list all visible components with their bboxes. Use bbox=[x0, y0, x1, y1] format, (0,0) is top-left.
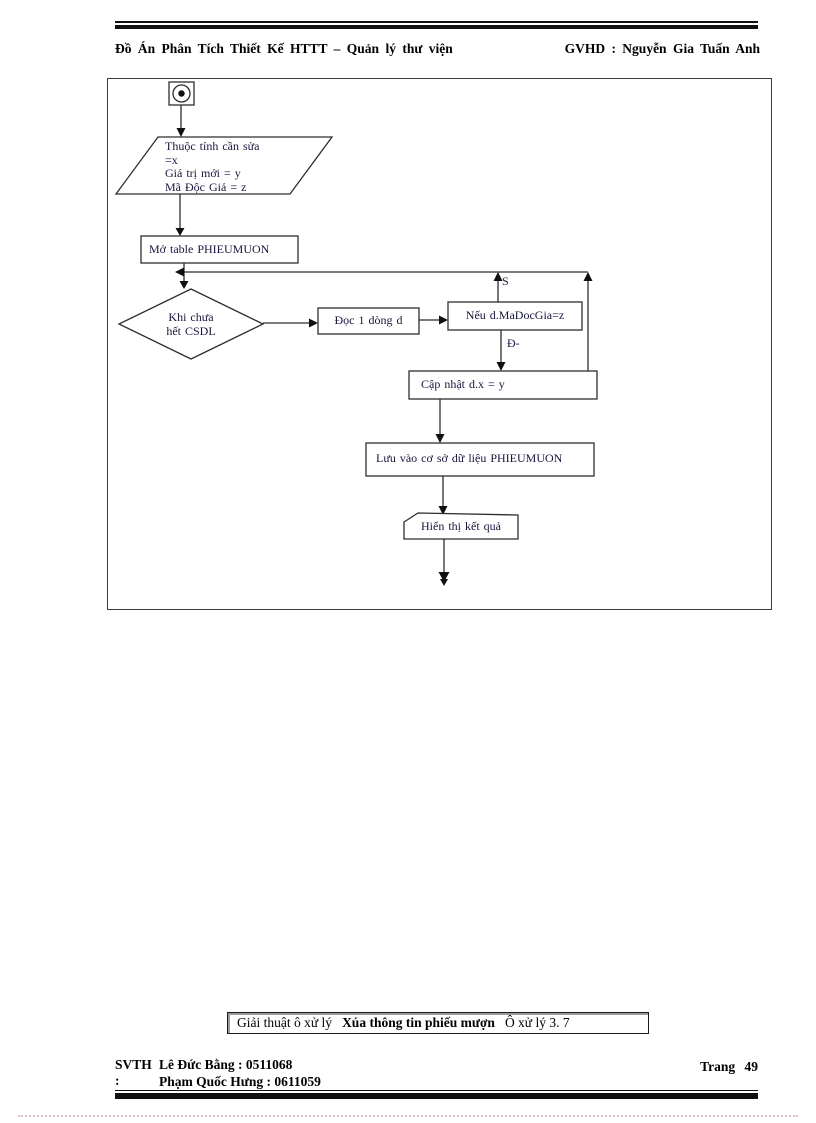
caption-prefix: Giải thuật ô xử lý bbox=[237, 1015, 333, 1030]
update-box-shape bbox=[408, 370, 598, 400]
page-number: Trang 49 bbox=[700, 1059, 758, 1074]
check-label: Nếu d.MaDocGia=z bbox=[465, 308, 565, 322]
display-shape bbox=[403, 512, 519, 540]
save-box-shape bbox=[365, 442, 595, 477]
header-rule bbox=[115, 21, 758, 29]
input-line2: =x bbox=[165, 152, 178, 167]
input-parallelogram-shape bbox=[114, 136, 334, 195]
student2: Phạm Quốc Hưng : 0611059 bbox=[159, 1073, 321, 1089]
label-s: S bbox=[502, 274, 509, 288]
input-text: Thuộc tính cần sửa =x Giá trị mới = y Mã… bbox=[165, 140, 297, 194]
caption-title: Xúa thông tin phiếu mượn bbox=[342, 1015, 495, 1030]
footer-rule bbox=[115, 1090, 758, 1099]
flowchart-shapes bbox=[114, 81, 598, 586]
read-row-box-shape bbox=[317, 307, 420, 335]
figure-caption-box: Giải thuật ô xử lý Xúa thông tin phiếu m… bbox=[227, 1012, 649, 1034]
page-header: Đồ Án Phân Tích Thiết Kế HTTT – Quản lý … bbox=[115, 41, 760, 57]
header-advisor: GVHD : Nguyễn Gia Tuấn Anh bbox=[564, 41, 760, 56]
check-box-shape bbox=[447, 301, 583, 331]
save-label: Lưu vào cơ sở dữ liệu PHIEUMUON bbox=[376, 451, 563, 465]
loop-condition-label: Khi chưa hết CSDL bbox=[121, 310, 261, 338]
read-row-label: Đọc 1 dòng d bbox=[334, 313, 403, 327]
loop-condition-line1: Khi chưa bbox=[168, 310, 214, 324]
loop-condition-line2: hết CSDL bbox=[166, 323, 216, 338]
svth-label: SVTH : bbox=[115, 1057, 152, 1088]
input-line4-clipped: Mã Độc Giả = z bbox=[165, 179, 247, 194]
loop-diamond-shape bbox=[117, 288, 265, 360]
open-table-box-shape bbox=[140, 235, 299, 264]
header-title: Đồ Án Phân Tích Thiết Kế HTTT – Quản lý … bbox=[115, 41, 453, 56]
flowchart-frame: Thuộc tính cần sửa =x Giá trị mới = y Mã… bbox=[107, 78, 772, 610]
update-label: Cập nhật d.x = y bbox=[421, 377, 505, 391]
bottom-dotted-rule bbox=[18, 1115, 798, 1117]
input-line1: Thuộc tính cần sửa bbox=[165, 140, 260, 153]
input-line3: Giá trị mới = y bbox=[165, 166, 241, 180]
label-d: Đ- bbox=[507, 336, 520, 350]
page-footer: SVTH : Lê Đức Bằng : 0511068 Phạm Quốc H… bbox=[115, 1057, 321, 1090]
open-table-label: Mở table PHIEUMUON bbox=[149, 242, 270, 256]
display-label: Hiển thị kết quả bbox=[421, 519, 501, 533]
student1: Lê Đức Bằng : 0511068 bbox=[159, 1057, 293, 1072]
start-icon bbox=[168, 81, 195, 106]
student-names: Lê Đức Bằng : 0511068 Phạm Quốc Hưng : 0… bbox=[159, 1057, 321, 1090]
caption-ref: Ô xử lý 3. 7 bbox=[504, 1015, 570, 1030]
